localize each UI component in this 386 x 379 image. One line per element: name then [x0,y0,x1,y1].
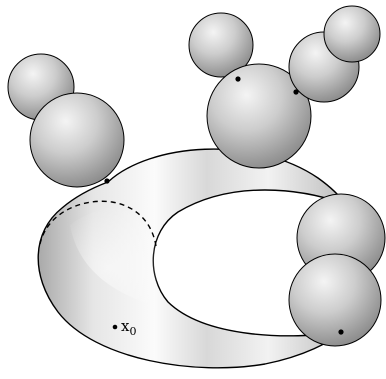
sphere [324,6,380,62]
sphere [30,93,124,187]
contact-point [338,329,343,334]
contact-point [104,178,109,183]
x0-point [113,325,118,330]
contact-point [235,76,240,81]
contact-point [293,89,298,94]
sphere [289,254,381,346]
x0-label-subscript: 0 [129,325,136,338]
